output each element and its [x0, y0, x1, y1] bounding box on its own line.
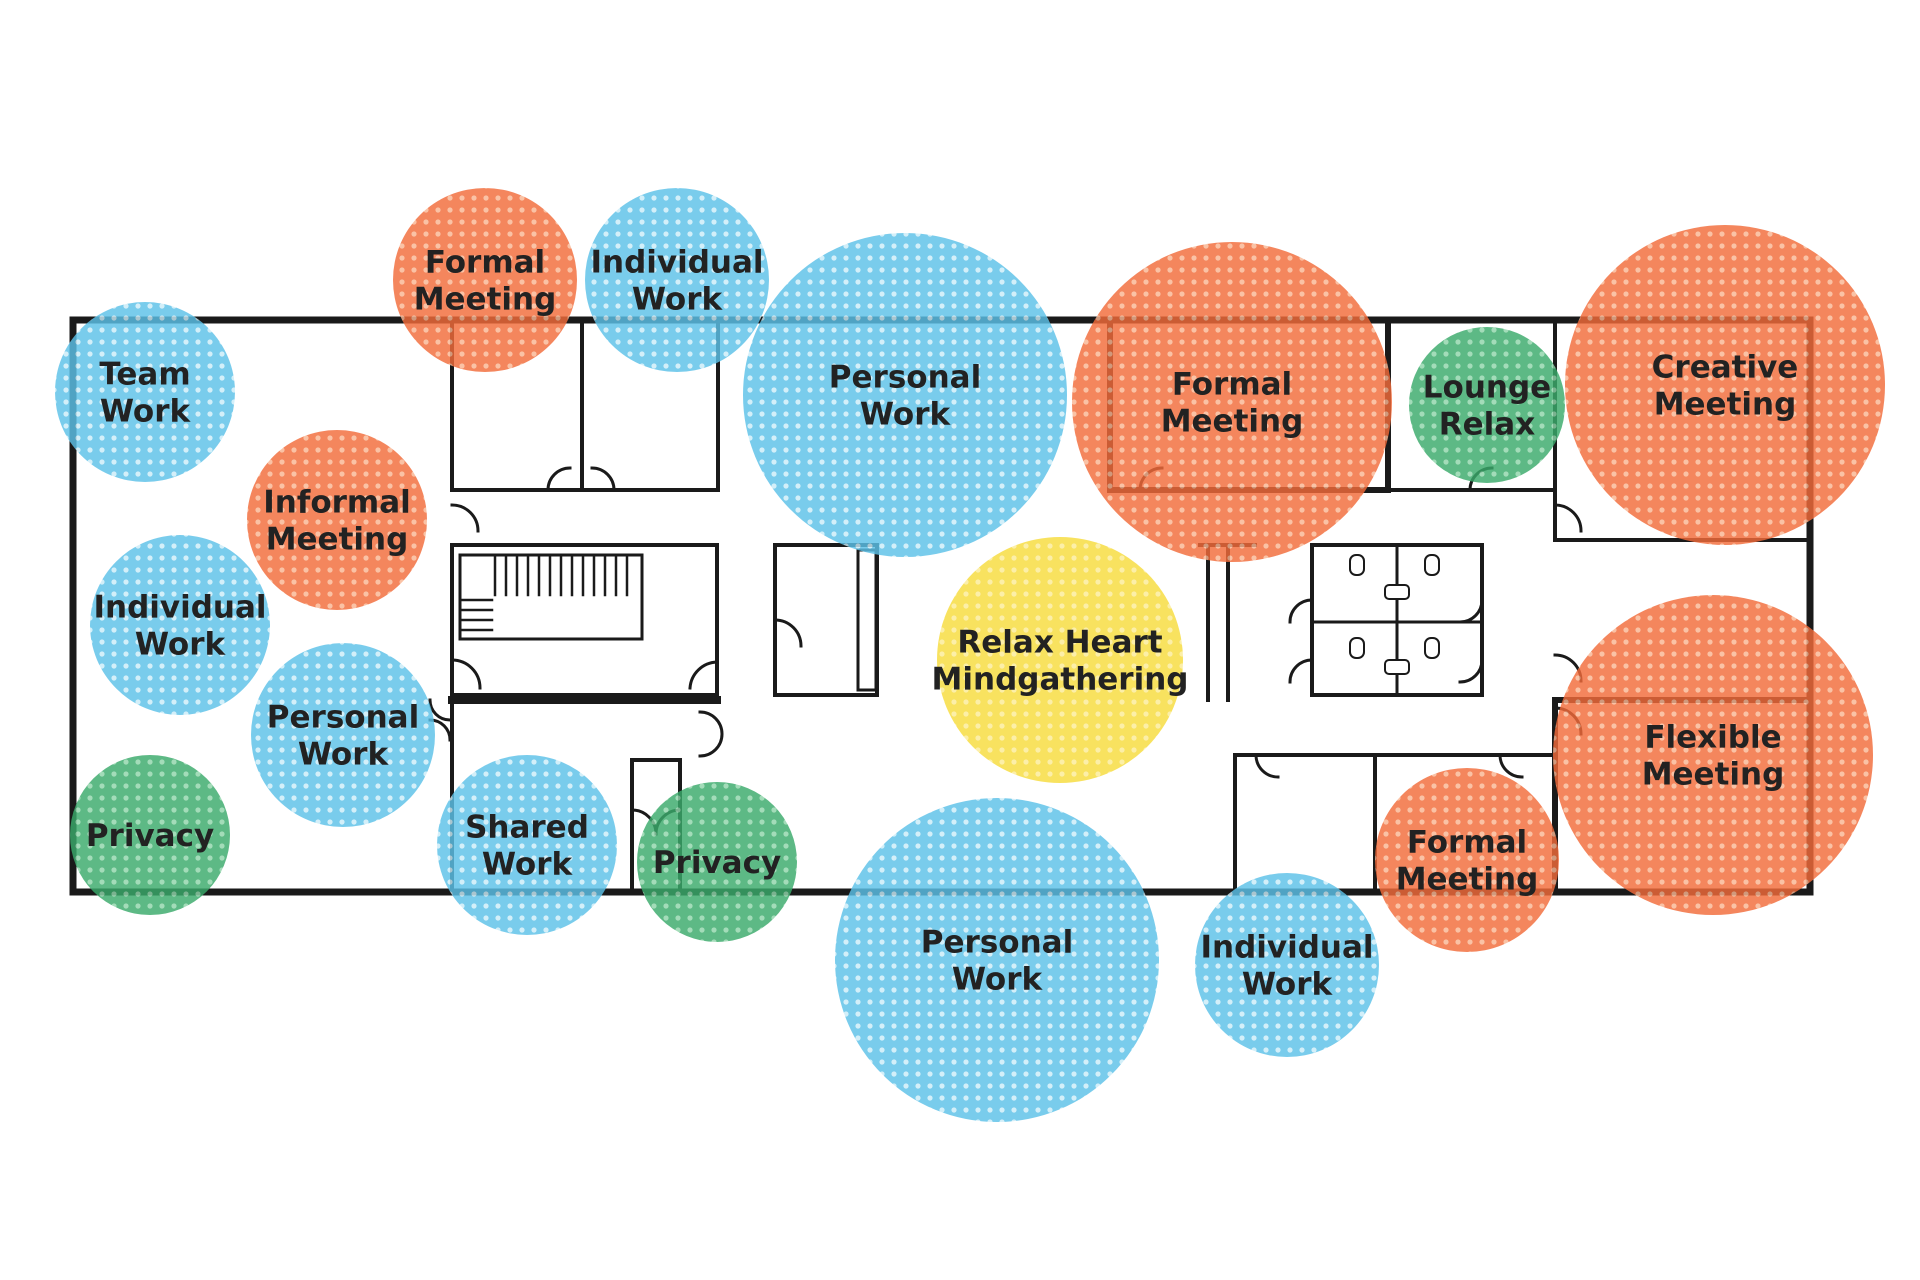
- zone-label: Mindgathering: [932, 662, 1189, 698]
- utility-block: [773, 543, 879, 697]
- zone-label: Personal: [921, 925, 1073, 961]
- zone-label: Formal: [1172, 367, 1292, 403]
- zone-circle-work: [55, 302, 235, 482]
- zone-circle-work: [1195, 873, 1379, 1057]
- zone-label: Personal: [267, 700, 419, 736]
- office-block-upper-left: [450, 323, 720, 492]
- zone-circle-meeting: [1553, 595, 1873, 915]
- zone-label: Privacy: [86, 818, 214, 854]
- zone-label: Shared: [465, 810, 589, 846]
- zone-label: Individual: [93, 590, 266, 626]
- zone-label: Meeting: [414, 282, 557, 318]
- bottom-right-rooms: [1233, 753, 1557, 892]
- zone-circle-meeting: [1565, 225, 1885, 545]
- door-swing-creative: [1553, 503, 1583, 533]
- zone-label: Work: [482, 847, 574, 883]
- zone-label: Team: [99, 357, 190, 393]
- zone-label: Informal: [263, 485, 411, 521]
- zone-label: Meeting: [1642, 757, 1785, 793]
- zone-label: Formal: [425, 245, 545, 281]
- zone-circle-privacy: [637, 782, 797, 942]
- zone-label: Work: [135, 627, 227, 663]
- zone-label: Work: [632, 282, 724, 318]
- zone-privacy-center: Privacy: [637, 782, 797, 942]
- stair-core: [450, 543, 719, 697]
- zone-circle-meeting: [1375, 768, 1559, 952]
- door-swing-utility: [773, 618, 803, 648]
- zone-label: Relax Heart: [957, 625, 1162, 661]
- zone-circle-meeting: [393, 188, 577, 372]
- zone-circle-privacy: [1409, 327, 1565, 483]
- zone-label: Work: [860, 397, 952, 433]
- zone-circle-work: [437, 755, 617, 935]
- door-swing-stair: [450, 658, 719, 690]
- restroom-fixtures: [1349, 554, 1440, 675]
- zone-circle-work: [90, 535, 270, 715]
- zone-layer: TeamWorkFormalMeetingIndividualWorkPerso…: [55, 188, 1885, 1122]
- zone-label: Personal: [829, 360, 981, 396]
- column-pair: [1198, 543, 1257, 702]
- zone-label: Work: [298, 737, 390, 773]
- zone-label: Work: [1242, 967, 1334, 1003]
- zone-label: Privacy: [653, 845, 781, 881]
- zone-privacy-left: Privacy: [70, 755, 230, 915]
- zone-circle-work: [743, 233, 1067, 557]
- zone-circle-work: [585, 188, 769, 372]
- zone-circle-meeting: [1072, 242, 1392, 562]
- zone-label: Flexible: [1644, 720, 1781, 756]
- zone-label: Lounge: [1423, 370, 1551, 406]
- zone-label: Creative: [1652, 350, 1799, 386]
- door-swing-upper-left: [546, 466, 616, 492]
- zone-circle-meeting: [247, 430, 427, 610]
- zone-label: Meeting: [1396, 862, 1539, 898]
- zone-circle-privacy: [70, 755, 230, 915]
- zone-circle-relax: [937, 537, 1183, 783]
- door-swing-corridor-left: [428, 698, 724, 758]
- zone-label: Individual: [1200, 930, 1373, 966]
- zone-label: Meeting: [1161, 404, 1304, 440]
- zone-label: Individual: [590, 245, 763, 281]
- zone-label: Relax: [1439, 407, 1535, 443]
- zone-label: Work: [952, 962, 1044, 998]
- zone-label: Meeting: [266, 522, 409, 558]
- stair-steps: [460, 553, 629, 632]
- zone-label: Work: [100, 394, 192, 430]
- door-swing-restroom: [1288, 598, 1484, 684]
- zone-circle-work: [835, 798, 1159, 1122]
- zone-circle-work: [251, 643, 435, 827]
- zone-label: Meeting: [1654, 387, 1797, 423]
- door-swing-left-corridor: [450, 503, 480, 533]
- utility-shaft: [856, 548, 878, 692]
- zone-label: Formal: [1407, 825, 1527, 861]
- door-swing-bottom-right: [1254, 753, 1524, 779]
